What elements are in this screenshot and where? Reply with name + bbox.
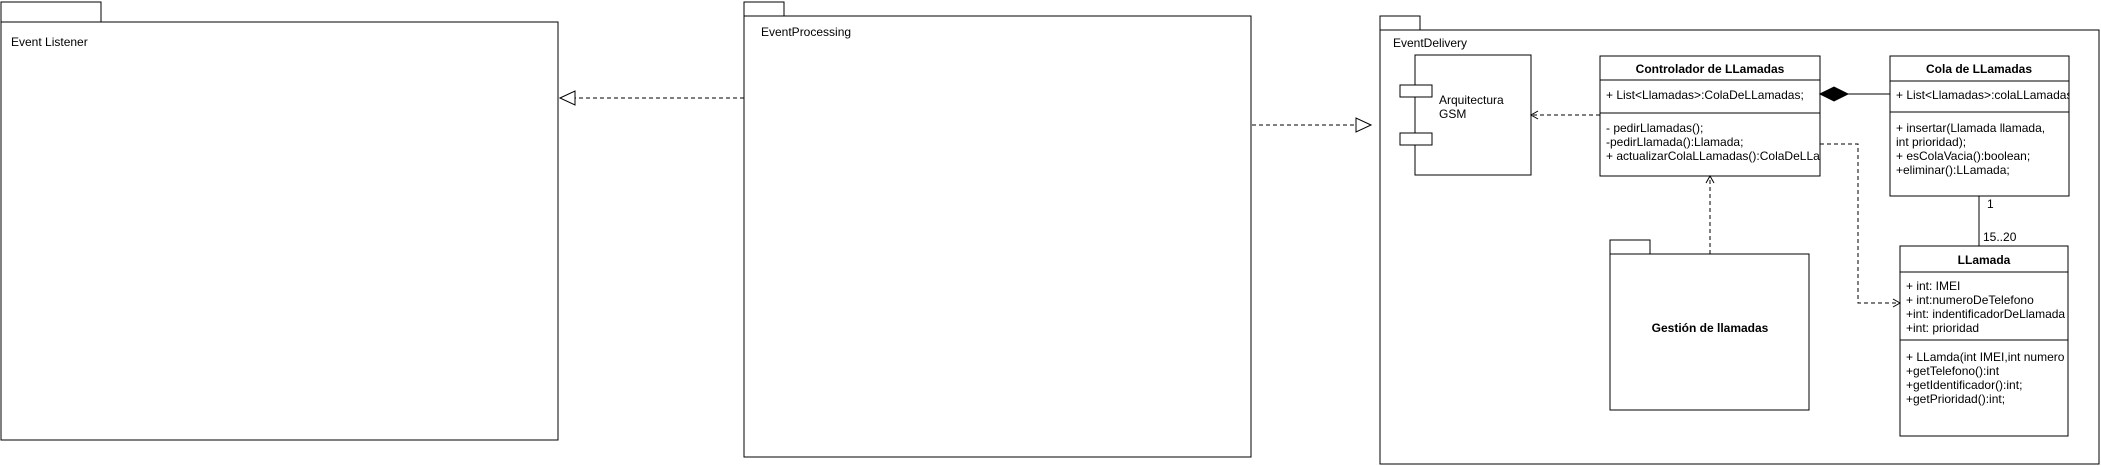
class-method: + esColaVacia():boolean; <box>1896 149 2030 163</box>
class-attribute: + int:numeroDeTelefono <box>1906 293 2034 307</box>
association-cola-llamada: 1 15..20 <box>1978 196 2017 246</box>
class-method: + LLamda(int IMEI,int numero <box>1906 350 2065 364</box>
dependency-processing-to-listener <box>558 90 744 106</box>
package-body <box>1609 253 1810 411</box>
package-gestion-de-llamadas[interactable]: Gestión de llamadas <box>1609 239 1810 411</box>
composition-controlador-cola <box>1818 86 1890 102</box>
class-method: +getPrioridad():int; <box>1906 392 2005 406</box>
hollow-arrowhead <box>558 90 576 106</box>
hollow-arrowhead <box>1355 117 1373 133</box>
package-label: EventProcessing <box>761 25 851 39</box>
component-port-top <box>1399 84 1433 98</box>
dependency-processing-to-delivery <box>1252 117 1373 133</box>
package-tab <box>1379 15 1421 31</box>
component-label-line2: GSM <box>1439 107 1466 121</box>
open-arrowhead <box>1529 110 1539 120</box>
package-tab <box>743 1 785 17</box>
class-attribute: + int: IMEI <box>1906 279 1960 293</box>
package-label: Event Listener <box>11 35 88 49</box>
package-tab <box>0 1 102 23</box>
class-method: - pedirLlamadas(); <box>1606 121 1703 135</box>
class-attribute: + List<Llamadas>:colaLLamadas; <box>1896 88 2076 102</box>
multiplicity-llamada-end: 15..20 <box>1983 230 2017 244</box>
package-label: Gestión de llamadas <box>1652 321 1769 335</box>
class-controlador-de-llamadas[interactable]: Controlador de LLamadas + List<Llamadas>… <box>1599 55 1859 177</box>
package-event-processing[interactable]: EventProcessing <box>743 1 1252 458</box>
class-llamada[interactable]: LLamada + int: IMEI + int:numeroDeTelefo… <box>1899 245 2069 437</box>
multiplicity-cola-end: 1 <box>1987 197 1994 211</box>
component-arquitectura-gsm[interactable]: Arquitectura GSM <box>1399 54 1532 176</box>
package-tab <box>1609 239 1651 255</box>
filled-diamond <box>1818 86 1850 102</box>
dependency-controlador-to-gsm <box>1529 110 1600 120</box>
component-port-bottom <box>1399 132 1433 146</box>
class-method: + insertar(Llamada llamada, <box>1896 121 2045 135</box>
class-cola-de-llamadas[interactable]: Cola de LLamadas + List<Llamadas>:colaLL… <box>1889 55 2076 197</box>
class-attribute: +int: indentificadorDeLlamada <box>1906 307 2065 321</box>
open-arrowhead <box>1705 174 1715 184</box>
class-method: +eliminar():LLamada; <box>1896 163 2010 177</box>
package-body <box>0 21 559 441</box>
class-method: +getIdentificador():int; <box>1906 378 2022 392</box>
class-attribute: + List<Llamadas>:ColaDeLLamadas; <box>1606 88 1804 102</box>
open-arrowhead <box>1892 298 1902 308</box>
package-label: EventDelivery <box>1393 36 1467 50</box>
class-attribute: +int: prioridad <box>1906 321 1979 335</box>
class-method: +getTelefono():int <box>1906 364 2000 378</box>
class-name: Controlador de LLamadas <box>1636 62 1785 76</box>
component-body <box>1414 54 1532 176</box>
dependency-controlador-to-llamada <box>1820 143 1902 308</box>
class-name: LLamada <box>1958 253 2011 267</box>
dependency-gestion-to-controlador <box>1705 174 1715 254</box>
component-label-line1: Arquitectura <box>1439 93 1504 107</box>
class-name: Cola de LLamadas <box>1926 62 2032 76</box>
package-body <box>743 15 1252 458</box>
class-method: int prioridad); <box>1896 135 1966 149</box>
package-event-listener[interactable]: Event Listener <box>0 1 559 441</box>
class-method: -pedirLlamada():Llamada; <box>1606 135 1743 149</box>
class-method: + actualizarColaLLamadas():ColaDeLLamada… <box>1606 149 1859 163</box>
